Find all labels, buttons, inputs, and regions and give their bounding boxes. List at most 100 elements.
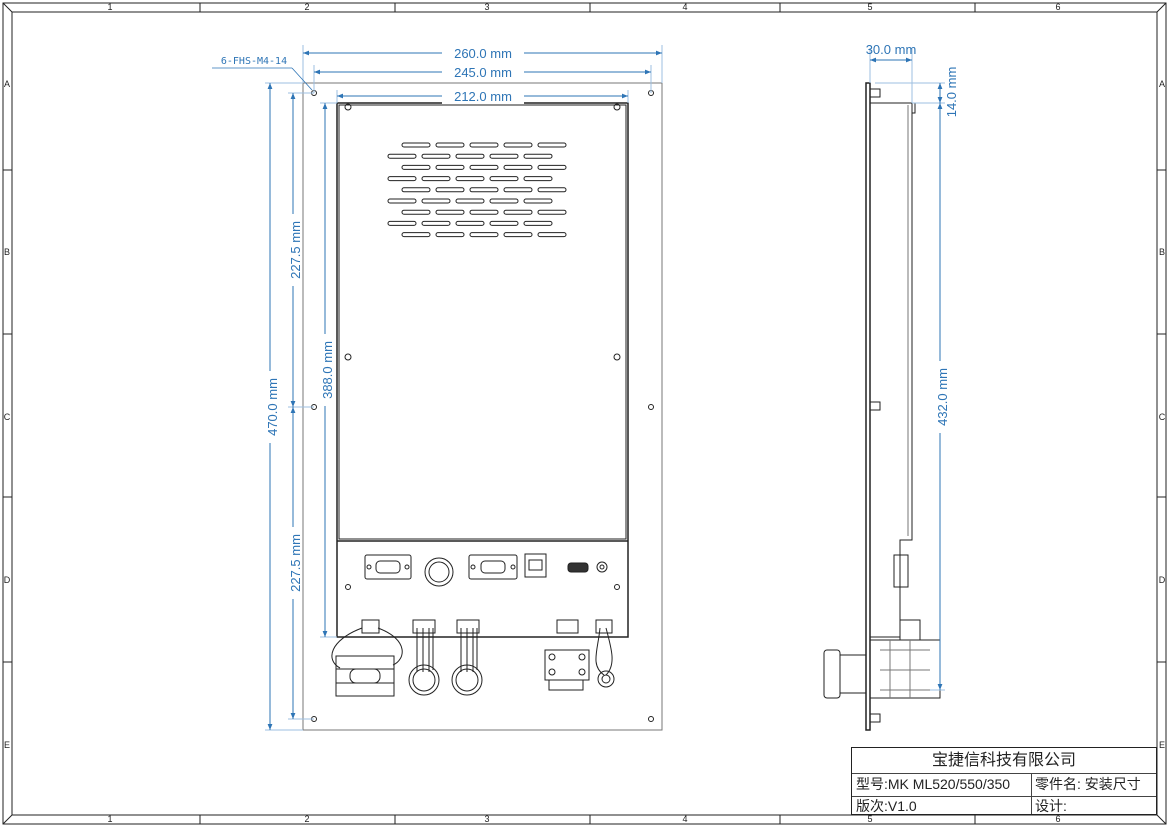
vent-slot — [537, 187, 567, 193]
column-label: 3 — [484, 2, 489, 12]
row-label: D — [1159, 575, 1166, 585]
row-label: A — [1159, 79, 1165, 89]
dim-overall-width: 260.0 mm — [454, 46, 512, 61]
vent-slot — [455, 153, 485, 159]
dim-hole-spacing-width: 245.0 mm — [454, 65, 512, 80]
vent-slot — [435, 164, 465, 170]
dim-screen-height: 388.0 mm — [320, 341, 335, 399]
version-label: 版次: — [856, 798, 888, 814]
vent-slot — [503, 232, 533, 238]
designer-label: 设计: — [1035, 798, 1067, 814]
vent-slot — [401, 142, 431, 148]
part-field: 零件名: 安装尺寸 — [1035, 775, 1155, 793]
screws — [344, 103, 621, 590]
vent-slot — [469, 209, 499, 215]
column-label: 2 — [304, 814, 309, 824]
vent-slot — [489, 220, 519, 226]
connector-panel — [331, 553, 615, 697]
row-label: B — [4, 247, 10, 257]
vent-slot — [523, 220, 553, 226]
vent-slot — [469, 187, 499, 193]
column-label: 2 — [304, 2, 309, 12]
part-label: 零件名: — [1035, 776, 1081, 792]
row-label: C — [4, 412, 11, 422]
column-label: 6 — [1055, 2, 1060, 12]
side-dimension-lines: 30.0 mm 14.0 mm 432.0 mm — [866, 42, 959, 691]
vent-slot — [489, 198, 519, 204]
vent-slot — [421, 198, 451, 204]
title-block: 宝捷信科技有限公司 型号:MK ML520/550/350 零件名: 安装尺寸 … — [851, 747, 1157, 815]
vent-slot — [469, 164, 499, 170]
vent-slot — [401, 209, 431, 215]
column-label: 5 — [867, 814, 872, 824]
vent-slot — [503, 164, 533, 170]
vent-slot — [401, 187, 431, 193]
speaker-vents — [387, 142, 567, 238]
column-label: 4 — [682, 2, 687, 12]
vent-slot — [435, 142, 465, 148]
vent-slot — [435, 209, 465, 215]
dim-body-height: 432.0 mm — [935, 368, 950, 426]
hole-callout: 6-FHS-M4-14 — [221, 56, 287, 67]
dim-hole-spacing-upper: 227.5 mm — [288, 221, 303, 279]
row-label: D — [4, 575, 11, 585]
dim-screen-width: 212.0 mm — [454, 89, 512, 104]
vent-slot — [489, 153, 519, 159]
vent-slot — [455, 220, 485, 226]
dim-top-offset: 14.0 mm — [944, 67, 959, 118]
vent-slot — [503, 142, 533, 148]
vent-slot — [469, 232, 499, 238]
vent-slot — [435, 187, 465, 193]
device-body — [336, 102, 629, 638]
part-value: 安装尺寸 — [1084, 776, 1141, 792]
column-label: 5 — [867, 2, 872, 12]
row-label: E — [4, 740, 10, 750]
vent-slot — [421, 220, 451, 226]
dim-hole-spacing-lower: 227.5 mm — [288, 534, 303, 592]
screen-area — [338, 104, 627, 540]
dimension-labels: 260.0 mm 245.0 mm 212.0 mm 6-FHS-M4-14 4… — [221, 45, 524, 599]
vent-slot — [421, 176, 451, 182]
row-label: C — [1159, 412, 1166, 422]
version-field: 版次:V1.0 — [856, 797, 1030, 815]
version-value: V1.0 — [887, 798, 917, 814]
vent-slot — [469, 142, 499, 148]
vent-slot — [489, 176, 519, 182]
vent-slot — [537, 209, 567, 215]
vent-slot — [455, 176, 485, 182]
front-view: 260.0 mm 245.0 mm 212.0 mm 6-FHS-M4-14 4… — [212, 45, 663, 731]
vent-slot — [537, 142, 567, 148]
vent-slot — [503, 187, 533, 193]
vent-slot — [537, 232, 567, 238]
vent-slot — [421, 153, 451, 159]
vent-slot — [387, 220, 417, 226]
mounting-holes — [311, 90, 654, 722]
vent-slot — [387, 198, 417, 204]
vent-slot — [435, 232, 465, 238]
vent-slot — [537, 164, 567, 170]
vent-slot — [387, 176, 417, 182]
vent-slot — [523, 176, 553, 182]
row-label: E — [1159, 740, 1165, 750]
vent-slot — [523, 153, 553, 159]
vent-slot — [503, 209, 533, 215]
vent-slot — [387, 153, 417, 159]
row-label: B — [1159, 247, 1165, 257]
vent-slot — [455, 198, 485, 204]
row-label: A — [4, 79, 10, 89]
company-name: 宝捷信科技有限公司 — [931, 752, 1076, 769]
column-label: 4 — [682, 814, 687, 824]
vent-slot — [401, 232, 431, 238]
designer-field: 设计: — [1035, 797, 1155, 815]
dim-overall-height: 470.0 mm — [265, 378, 280, 436]
column-label: 6 — [1055, 814, 1060, 824]
vent-slot — [523, 198, 553, 204]
dim-depth: 30.0 mm — [866, 42, 917, 57]
model-field: 型号:MK ML520/550/350 — [856, 775, 1030, 793]
model-label: 型号: — [856, 776, 888, 792]
side-view: 30.0 mm 14.0 mm 432.0 mm — [823, 42, 959, 731]
model-value: MK ML520/550/350 — [887, 776, 1011, 792]
column-label: 1 — [107, 2, 112, 12]
